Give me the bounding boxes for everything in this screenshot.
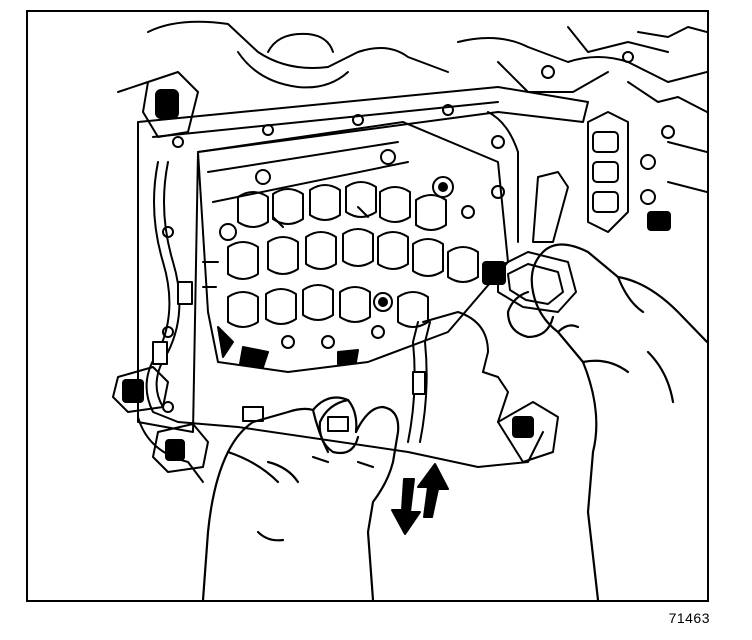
arrow-up-icon [417,463,449,518]
valve-body-wiring-harness-illustration [112,20,707,600]
solenoid-row-middle [227,228,479,283]
transmission-case [117,20,707,233]
right-hand [506,243,707,600]
solenoid-row-upper [237,181,447,231]
harness-connector-right [482,171,577,313]
illustration-frame [26,10,709,602]
wiring-harness [112,161,559,483]
solenoid-row-lower [227,284,429,328]
arrow-down-icon [391,478,421,535]
left-hand [201,396,400,600]
case-flange [137,86,589,433]
figure-number: 71463 [668,610,710,626]
valve-body [197,121,509,373]
